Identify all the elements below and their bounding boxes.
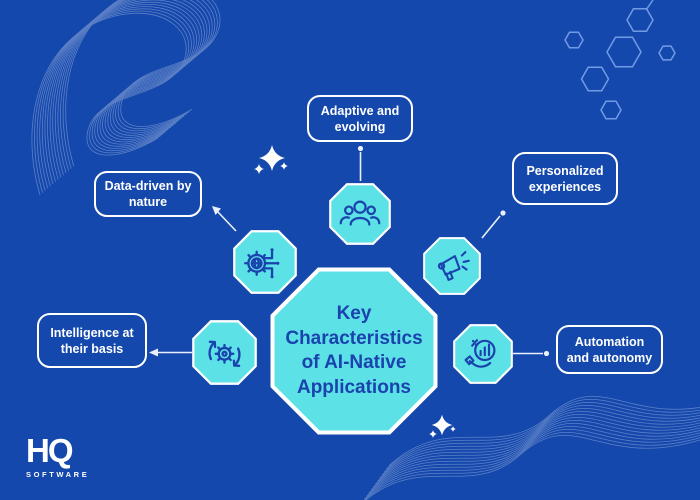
label-text: Intelligence at their basis bbox=[50, 325, 134, 356]
logo-text: HQ bbox=[26, 432, 74, 469]
label-automation: Automation and autonomy bbox=[556, 325, 663, 374]
label-intelligence: Intelligence at their basis bbox=[37, 313, 147, 368]
octagon-automation bbox=[453, 324, 513, 384]
percent-dots bbox=[471, 339, 478, 346]
central-octagon bbox=[270, 267, 438, 435]
label-text: Personalized experiences bbox=[526, 163, 604, 194]
octagon-adaptive bbox=[329, 183, 391, 245]
title-line: Characteristics bbox=[285, 327, 423, 349]
label-data-driven: Data-driven by nature bbox=[94, 171, 202, 217]
gear-network-icon bbox=[244, 250, 278, 276]
logo-subtext: SOFTWARE bbox=[26, 470, 90, 479]
title-line: of AI-Native bbox=[301, 352, 407, 373]
page-title: Key Characteristics of AI-Native Applica… bbox=[270, 267, 438, 435]
wave-pattern-top-left bbox=[31, 0, 221, 196]
label-text: Automation and autonomy bbox=[566, 334, 653, 365]
hand-growth-chart-icon bbox=[464, 339, 496, 368]
circuit-node-dots bbox=[270, 248, 280, 279]
people-group-icon bbox=[339, 200, 381, 226]
hexagon-cluster bbox=[564, 0, 676, 120]
octagon-data-driven bbox=[233, 230, 297, 294]
octagon-intelligence bbox=[192, 320, 257, 385]
label-personalized: Personalized experiences bbox=[512, 152, 618, 205]
gear-refresh-icon bbox=[208, 340, 241, 367]
label-adaptive: Adaptive and evolving bbox=[307, 95, 413, 142]
label-text: Adaptive and evolving bbox=[320, 103, 400, 134]
title-line: Key bbox=[336, 303, 372, 324]
label-text: Data-driven by nature bbox=[104, 179, 192, 209]
title-line: Applications bbox=[296, 376, 411, 398]
megaphone-icon bbox=[437, 251, 470, 281]
hqsoftware-logo: HQ SOFTWARE bbox=[26, 432, 90, 480]
octagon-personalized bbox=[423, 237, 481, 295]
